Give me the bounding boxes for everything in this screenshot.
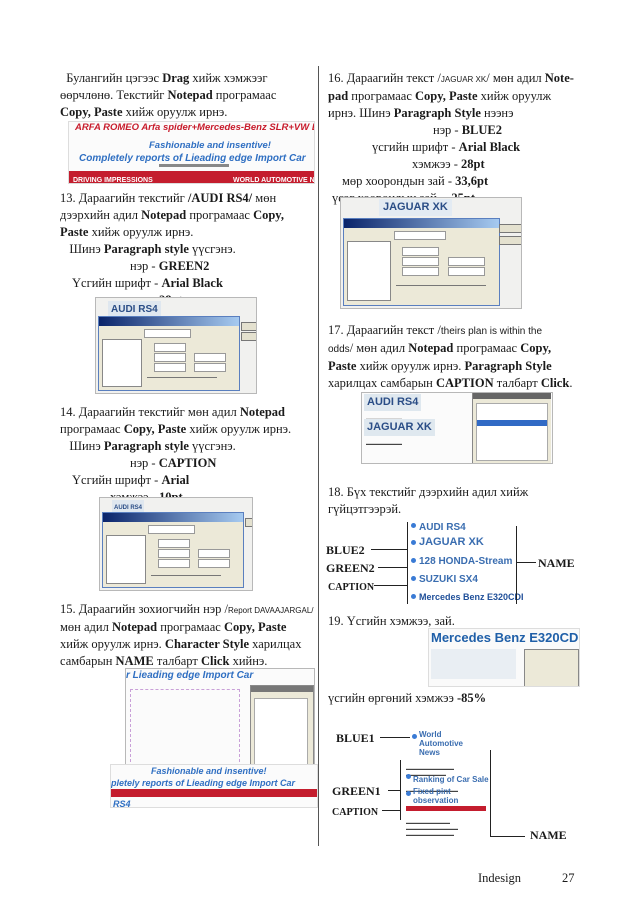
page-number: 27 — [562, 871, 575, 885]
paragraph-styles-panel — [472, 393, 551, 463]
dialog-window — [98, 316, 240, 391]
caption-label: CAPTION — [328, 582, 375, 593]
bottom-banner-screenshot: Fashionable and insentive! pletely repor… — [110, 764, 318, 808]
fashionable-text-2: Fashionable and insentive! — [151, 766, 267, 776]
red-bar — [69, 171, 314, 183]
left-column: Булангийн цэгээс Drag хийж хэмжээг өөрчл… — [60, 70, 312, 121]
item-honda: 128 HONDA-Stream — [419, 556, 513, 567]
jaguar-tag: JAGUAR XK — [379, 199, 452, 216]
paragraph-style-dialog-screenshot-2: AUDI RS4 — [99, 497, 253, 591]
import-car-text: r Lieading edge Import Car — [126, 670, 254, 681]
intro-paragraph: Булангийн цэгээс Drag хийж хэмжээг өөрчл… — [60, 71, 277, 119]
world-news-text: WORLD AUTOMOTIVE NEWS — [233, 177, 315, 184]
mercedes-screenshot: Mercedes Benz E320CDI — [428, 628, 580, 687]
fashionable-text: Fashionable and insentive! — [149, 140, 271, 151]
mercedes-banner: Mercedes Benz E320CDI — [431, 630, 580, 645]
character-style-screenshot: r Lieading edge Import Car — [125, 668, 315, 805]
item-mercedes: Mercedes Benz E320CDI — [419, 592, 524, 602]
complete-reports-text: Completely reports of Lieading edge Impo… — [79, 153, 306, 164]
caption-panel-screenshot: AUDI RS4 ▬▬▬▬▬▬▬▬▬ JAGUAR XK ▬▬▬▬▬▬▬▬▬ — [361, 392, 553, 464]
audi-rs4-tag: AUDI RS4 — [108, 301, 161, 318]
step-13: 13. Дараагийн текстийг /AUDI RS4/ мөн дэ… — [60, 191, 284, 307]
step-19: 19. Үсгийн хэмжээ, зай. — [328, 614, 455, 628]
name-label-2: NAME — [530, 828, 567, 842]
caption-label-2: CAPTION — [332, 807, 379, 818]
item-audi: AUDI RS4 — [419, 522, 466, 533]
column-divider — [318, 66, 319, 846]
item-world-news: World Automotive News — [419, 730, 463, 757]
pletely-text: pletely reports of Lieading edge Import … — [111, 778, 296, 788]
jaguar-tag-2: JAGUAR XK — [364, 419, 435, 436]
step-18: 18. Бүх текстийг дээрхийн адил хийж гүйц… — [328, 485, 529, 516]
item-fixed-pint: Fixed pint observation — [413, 787, 459, 805]
paragraph-style-dialog-screenshot-1: AUDI RS4 — [95, 297, 257, 394]
blue1-label: BLUE1 — [336, 731, 375, 745]
step-14: 14. Дараагийн текстийг мөн адил Notepad … — [60, 405, 292, 504]
step-17: 17. Дараагийн текст /theirs plan is with… — [328, 323, 573, 390]
name-label: NAME — [538, 556, 575, 570]
styles-diagram-19: BLUE1 GREEN1 CAPTION World Automotive Ne… — [332, 730, 567, 842]
caption-selected-row[interactable] — [477, 420, 547, 426]
rs4-bottom: RS4 — [113, 799, 131, 808]
banner-screenshot: ARFA ROMEO Arfa spider+Mercedes-Benz SLR… — [68, 121, 315, 184]
item-ranking: Ranking of Car Sale — [413, 775, 489, 784]
top-banner-text: ARFA ROMEO Arfa spider+Mercedes-Benz SLR… — [75, 122, 315, 133]
width-setting: үсгийн өргөний хэмжээ -85% — [328, 691, 487, 705]
item-jaguar: JAGUAR XK — [419, 536, 484, 548]
audi-tag-2: AUDI RS4 — [364, 394, 422, 411]
step-15: 15. Дараагийн зохиогчийн нэр /Report DAV… — [60, 602, 314, 668]
driving-impressions-text: DRIVING IMPRESSIONS — [73, 177, 153, 184]
footer-title: Indesign — [478, 871, 522, 885]
step-16: 16. Дараагийн текст /JAGUAR XK/ мөн адил… — [328, 71, 574, 120]
green1-label: GREEN1 — [332, 784, 381, 798]
subline — [159, 164, 229, 167]
right-column: 16. Дараагийн текст /JAGUAR XK/ мөн адил… — [328, 70, 578, 207]
blue2-label: BLUE2 — [326, 543, 365, 557]
item-suzuki: SUZUKI SX4 — [419, 574, 478, 585]
jaguar-dialog-screenshot: JAGUAR XK — [340, 197, 522, 309]
green2-label: GREEN2 — [326, 561, 375, 575]
styles-diagram-18: BLUE2 GREEN2 CAPTION AUDI RS4 JAGUAR XK … — [326, 518, 596, 608]
